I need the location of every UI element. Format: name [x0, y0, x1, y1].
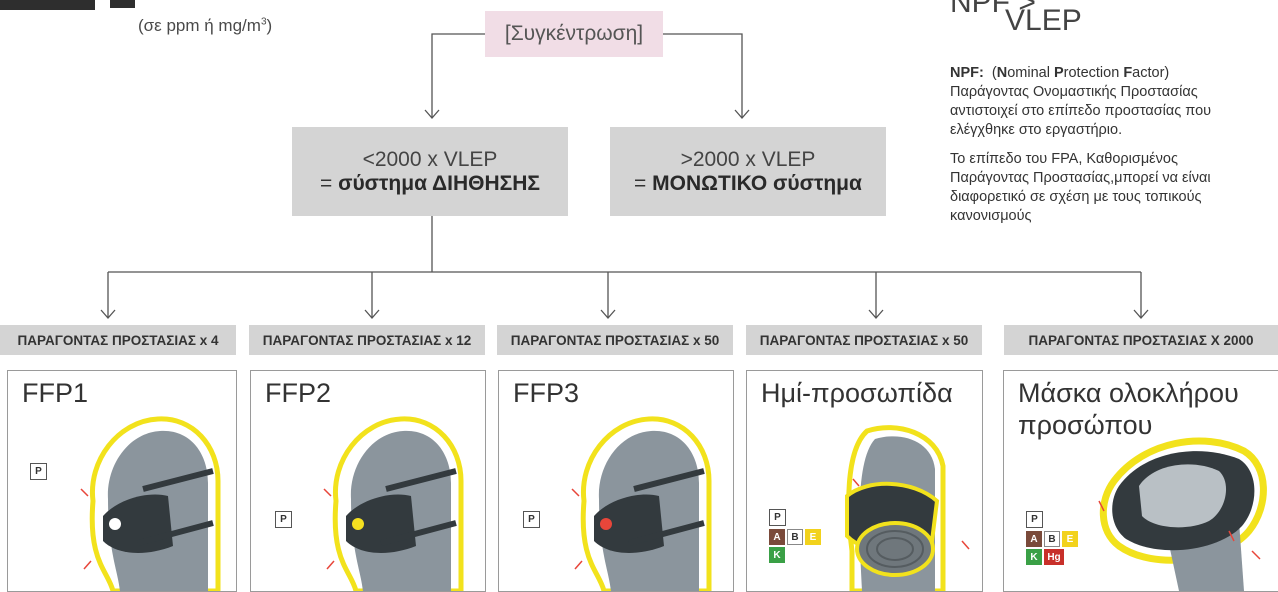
respirator-card-ffp3: FFP3 P [498, 370, 734, 592]
filter-class-badge: P [30, 463, 47, 480]
filter-class-badge: P [275, 511, 292, 528]
card-title: FFP1 [22, 378, 89, 408]
gas-filter-e: E [805, 529, 821, 545]
gas-filter-a: A [1026, 531, 1042, 547]
system-type-label: σύστημα ΔΙΗΘΗΣΗΣ [338, 171, 541, 195]
protection-factor-label: ΠΑΡΑΓΟΝΤΑΣ ΠΡΟΣΤΑΣΙΑΣ x 50 [746, 325, 982, 355]
full-mask-illustration [1098, 437, 1267, 591]
respirator-card-full-mask: Μάσκα ολοκλήρου προσώπου P A B E K Hg [1003, 370, 1278, 592]
protection-factor-label: ΠΑΡΑΓΟΝΤΑΣ ΠΡΟΣΤΑΣΙΑΣ Χ 2000 [1004, 325, 1278, 355]
card-title: Μάσκα ολοκλήρου προσώπου [1018, 378, 1239, 440]
respirator-card-half-mask: Ημί-προσωπίδα P A B E K [746, 370, 983, 592]
ffp2-mask-illustration [323, 416, 464, 591]
ffp3-mask-illustration [571, 416, 712, 591]
gas-filter-b: B [787, 529, 803, 545]
title-fragment-2 [110, 0, 135, 8]
ffp1-mask-illustration [80, 416, 221, 591]
gas-filter-k: K [1026, 549, 1042, 565]
concentration-box: [Συγκέντρωση] [485, 11, 663, 57]
valve-dot [109, 518, 121, 530]
filtering-system-box: <2000 x VLEP = σύστημα ΔΙΗΘΗΣΗΣ [292, 127, 568, 216]
title-fragment [0, 0, 95, 10]
protection-factor-label: ΠΑΡΑΓΟΝΤΑΣ ΠΡΟΣΤΑΣΙΑΣ x 50 [497, 325, 733, 355]
fpa-note: Το επίπεδο του FPA, Καθορισμένος Παράγον… [950, 151, 1211, 224]
arrowheads [100, 109, 1149, 319]
threshold-label: >2000 x VLEP [680, 147, 816, 171]
respirator-card-ffp1: FFP1 P [7, 370, 237, 592]
system-type-label: ΜΟΝΩΤΙΚΟ σύστημα [652, 171, 862, 195]
npf-formula-right: VLEP [1005, 4, 1082, 37]
card-title: Ημί-προσωπίδα [761, 378, 953, 408]
gas-filter-b: B [1044, 531, 1060, 547]
respirator-card-ffp2: FFP2 P [250, 370, 486, 592]
npf-definition: NPF: (Nominal Protection Factor)Παράγοντ… [950, 64, 1250, 236]
protection-factor-label: ΠΑΡΑΓΟΝΤΑΣ ΠΡΟΣΤΑΣΙΑΣ x 4 [0, 325, 236, 355]
gas-filter-a: A [769, 529, 785, 545]
protection-factor-label: ΠΑΡΑΓΟΝΤΑΣ ΠΡΟΣΤΑΣΙΑΣ x 12 [249, 325, 485, 355]
npf-description: Παράγοντας Ονομαστικής Προστασίας αντιστ… [950, 84, 1212, 138]
half-mask-illustration [845, 425, 970, 591]
valve-dot [352, 518, 364, 530]
card-title: FFP3 [513, 378, 580, 408]
units-subtitle: (σε ppm ή mg/m3) [138, 16, 273, 35]
valve-dot [600, 518, 612, 530]
threshold-label: <2000 x VLEP [362, 147, 498, 171]
filter-class-badge: P [769, 509, 786, 526]
gas-filter-k: K [769, 547, 785, 563]
filter-class-badge: P [1026, 511, 1043, 528]
gas-filter-e: E [1062, 531, 1078, 547]
insulating-system-box: >2000 x VLEP = ΜΟΝΩΤΙΚΟ σύστημα [610, 127, 886, 216]
npf-formula-left: NPF > [950, 0, 1036, 19]
card-title: FFP2 [265, 378, 332, 408]
gas-filter-hg: Hg [1044, 549, 1064, 565]
filter-class-badge: P [523, 511, 540, 528]
